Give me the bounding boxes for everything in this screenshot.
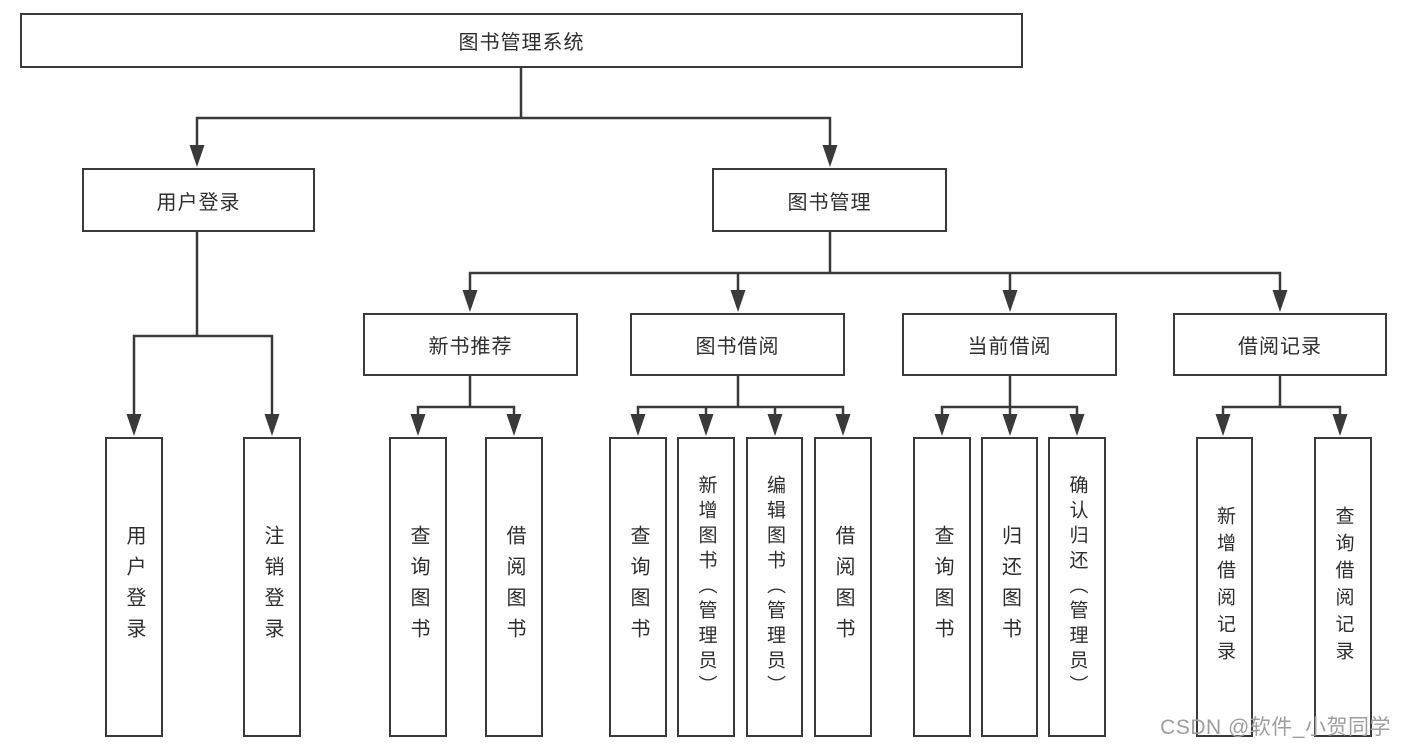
leaf-bb-add-books-admin-label: 新增图书（管理员）: [695, 474, 717, 700]
leaf-user-login: 用户登录: [105, 437, 163, 737]
node-borrow-record-label: 借阅记录: [1238, 336, 1322, 358]
leaf-br-add-record-label: 新增借阅记录: [1214, 506, 1235, 668]
csdn-watermark: CSDN @软件_小贺同学: [1160, 716, 1391, 739]
leaf-bb-add-books-admin: 新增图书（管理员）: [677, 437, 735, 737]
node-user-login: 用户登录: [82, 168, 315, 232]
leaf-cb-return-books: 归还图书: [981, 437, 1038, 737]
node-current-borrow: 当前借阅: [902, 313, 1117, 376]
leaf-bb-edit-books-admin: 编辑图书（管理员）: [746, 437, 803, 737]
leaf-bb-query-books-label: 查询图书: [627, 525, 649, 649]
leaf-nbr-borrow-books-label: 借阅图书: [503, 525, 525, 649]
node-root: 图书管理系统: [20, 13, 1023, 68]
leaf-cb-confirm-return-admin-label: 确认归还（管理员）: [1066, 474, 1088, 700]
node-user-login-label: 用户登录: [156, 191, 241, 214]
node-book-management-label: 图书管理: [787, 191, 872, 214]
leaf-bb-query-books: 查询图书: [609, 437, 667, 737]
leaf-nbr-borrow-books: 借阅图书: [485, 437, 543, 737]
leaf-cb-query-books: 查询图书: [913, 437, 971, 737]
leaf-br-query-record-label: 查询借阅记录: [1332, 506, 1354, 668]
node-current-borrow-label: 当前借阅: [967, 336, 1052, 358]
leaf-cb-confirm-return-admin: 确认归还（管理员）: [1048, 437, 1106, 737]
leaf-bb-edit-books-admin-label: 编辑图书（管理员）: [764, 474, 785, 700]
leaf-nbr-query-books-label: 查询图书: [407, 525, 429, 649]
node-root-label: 图书管理系统: [458, 32, 585, 54]
node-new-book-recommend: 新书推荐: [363, 313, 578, 376]
node-borrow-record: 借阅记录: [1173, 313, 1387, 376]
leaf-user-login-label: 用户登录: [123, 525, 145, 649]
leaf-cb-return-books-label: 归还图书: [998, 525, 1021, 649]
leaf-logout-label: 注销登录: [261, 525, 283, 649]
leaf-br-query-record: 查询借阅记录: [1314, 437, 1372, 737]
leaf-nbr-query-books: 查询图书: [389, 437, 447, 737]
node-new-book-recommend-label: 新书推荐: [428, 336, 513, 358]
leaf-bb-borrow-books: 借阅图书: [814, 437, 872, 737]
node-book-management: 图书管理: [712, 168, 947, 232]
node-book-borrow-label: 图书借阅: [695, 336, 780, 358]
node-book-borrow: 图书借阅: [630, 313, 845, 376]
leaf-cb-query-books-label: 查询图书: [931, 525, 953, 649]
leaf-logout: 注销登录: [243, 437, 301, 737]
leaf-br-add-record: 新增借阅记录: [1196, 437, 1253, 737]
leaf-bb-borrow-books-label: 借阅图书: [832, 525, 854, 649]
